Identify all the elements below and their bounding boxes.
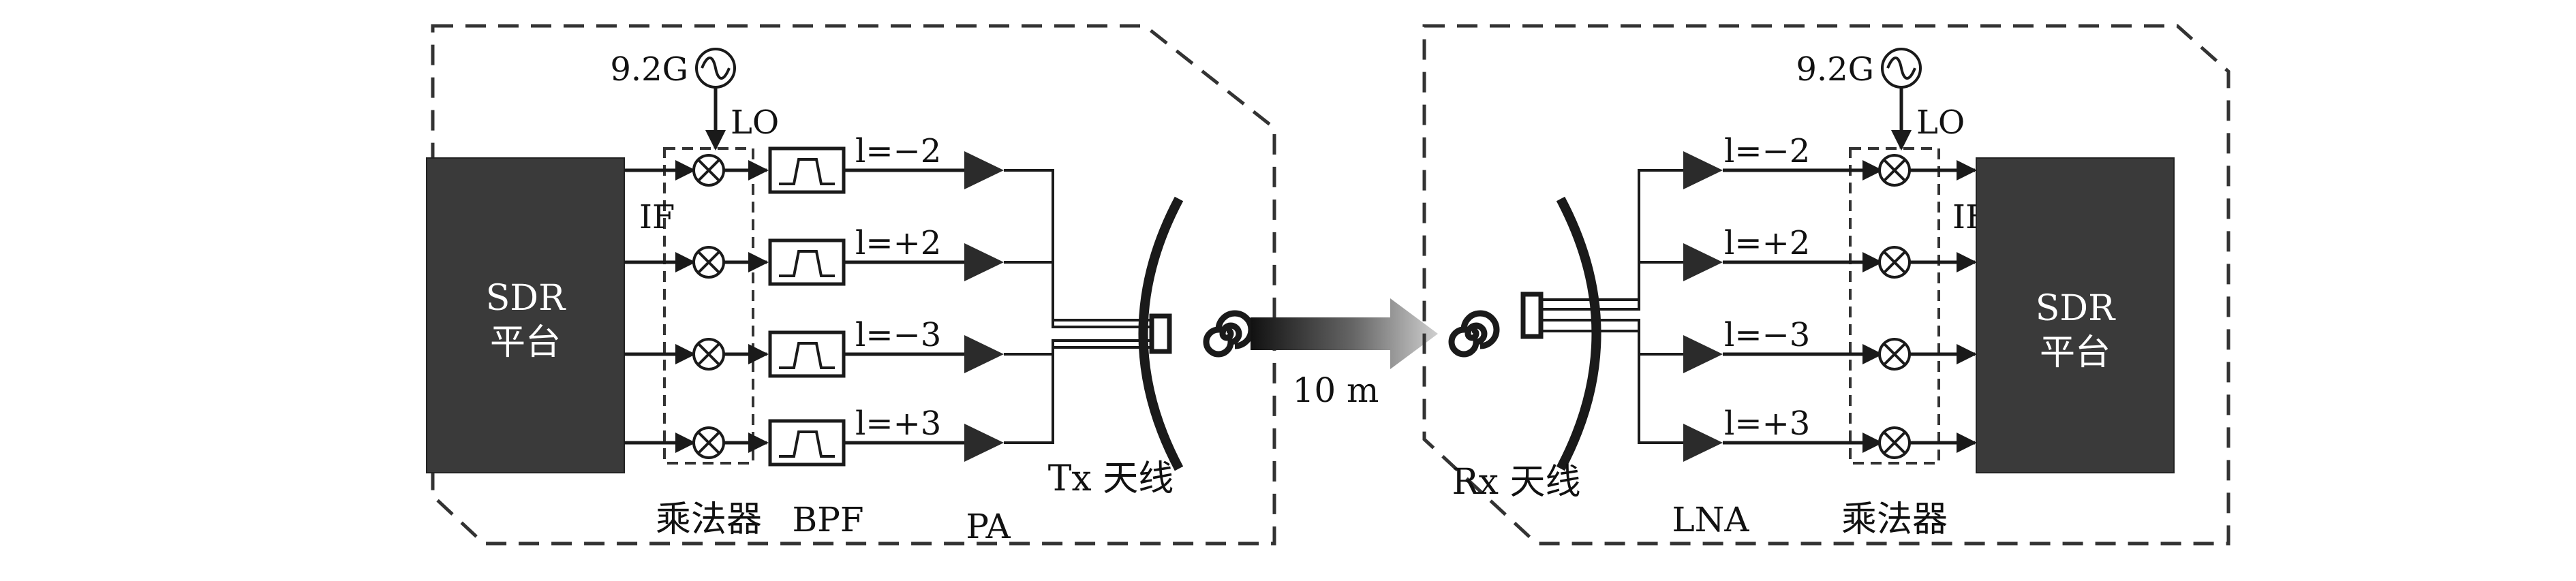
- rx-lo-oscillator-icon: [1881, 48, 1922, 89]
- rx-mixer-icon: [1878, 338, 1911, 371]
- rx-lna-caption: LNA: [1672, 500, 1749, 539]
- tx-if-label: IF: [639, 198, 675, 236]
- tx-feed-line: [1004, 169, 1152, 321]
- tx-bpf-icon: [768, 146, 846, 194]
- rx-antenna-reflector: [1556, 196, 1601, 471]
- tx-mode-label: l=−3: [855, 316, 941, 354]
- rx-mixer-icon: [1878, 154, 1911, 187]
- rx-antenna-caption: Rx 天线: [1452, 462, 1580, 503]
- tx-lo-frequency: 9.2G: [610, 50, 688, 89]
- tx-bpf-caption: BPF: [792, 500, 863, 539]
- tx-sdr-label: SDR: [486, 278, 566, 319]
- rx-feed-line: [1541, 319, 1683, 356]
- tx-oam-spiral-icon: [1203, 310, 1255, 358]
- rx-lo-frequency: 9.2G: [1796, 50, 1874, 89]
- rx-feed-line: [1541, 261, 1683, 311]
- tx-sdr-platform: [426, 157, 625, 473]
- rx-mode-label: l=−3: [1724, 316, 1810, 354]
- rx-oam-spiral-icon: [1448, 310, 1500, 358]
- tx-lo-oscillator-icon: [695, 48, 736, 89]
- link-section: 10 m: [1251, 298, 1438, 410]
- tx-feed-line: [1004, 261, 1152, 328]
- receiver-section: Rx 天线 LNA 乘法器 9.2G LO IF SDR 平台 l=−2l=+2…: [1422, 24, 2230, 546]
- tx-pa-icon: [964, 243, 1004, 281]
- tx-pa-icon: [964, 151, 1004, 189]
- tx-pa-caption: PA: [966, 507, 1011, 546]
- link-beam-arrow: [1251, 298, 1438, 369]
- rx-mixer-group: [1849, 147, 1940, 465]
- rx-mixer-icon: [1878, 426, 1911, 459]
- rx-lna-icon: [1683, 424, 1723, 462]
- tx-lo-label: LO: [731, 104, 779, 142]
- tx-mixer-icon: [692, 426, 725, 459]
- tx-mixer-icon: [692, 246, 725, 279]
- tx-mixer-caption: 乘法器: [656, 499, 762, 540]
- tx-bpf-icon: [768, 419, 846, 467]
- rx-mode-label: l=−2: [1724, 132, 1810, 170]
- tx-feed-line: [1004, 346, 1152, 444]
- tx-sdr-label-cn: 平台: [490, 322, 561, 363]
- tx-bpf-icon: [768, 330, 846, 378]
- tx-mixer-icon: [692, 338, 725, 371]
- transmitter-section: SDR 平台 9.2G LO IF 乘法器 BPF PA Tx 天线 l=−2l…: [426, 24, 1276, 546]
- tx-mixer-group: [663, 147, 754, 465]
- tx-mode-label: l=−2: [855, 132, 941, 170]
- tx-pa-icon: [964, 335, 1004, 373]
- link-distance: 10 m: [1293, 371, 1379, 410]
- rx-mode-label: l=+3: [1724, 405, 1810, 443]
- tx-antenna-caption: Tx 天线: [1048, 458, 1174, 499]
- rx-lna-icon: [1683, 151, 1723, 189]
- rx-feed-line: [1541, 330, 1683, 444]
- rx-mixer-icon: [1878, 246, 1911, 279]
- tx-antenna-feed: [1149, 313, 1172, 354]
- rx-feed-line: [1541, 169, 1683, 301]
- rx-boundary: [1422, 24, 2230, 546]
- tx-mixer-icon: [692, 154, 725, 187]
- tx-mode-label: l=+2: [855, 224, 941, 262]
- rx-chains: l=−2 l=+2 l=−3 l=+3: [1541, 132, 1977, 462]
- rx-lo-label: LO: [1916, 104, 1965, 142]
- tx-pa-icon: [964, 424, 1004, 462]
- rx-sdr-label-cn: 平台: [2040, 332, 2111, 373]
- rx-sdr-label: SDR: [2036, 288, 2116, 329]
- tx-boundary: [431, 24, 1276, 546]
- rx-antenna-feed: [1520, 292, 1544, 339]
- rx-lna-icon: [1683, 335, 1723, 373]
- tx-chains: l=−2 l=+2 l=−3 l=+3: [624, 132, 1152, 467]
- rx-lna-icon: [1683, 243, 1723, 281]
- tx-bpf-icon: [768, 238, 846, 286]
- rx-mixer-caption: 乘法器: [1841, 499, 1948, 540]
- rx-sdr-platform: [1976, 157, 2175, 473]
- rx-mode-label: l=+2: [1724, 224, 1810, 262]
- tx-mode-label: l=+3: [855, 405, 941, 443]
- tx-antenna-reflector: [1138, 196, 1184, 471]
